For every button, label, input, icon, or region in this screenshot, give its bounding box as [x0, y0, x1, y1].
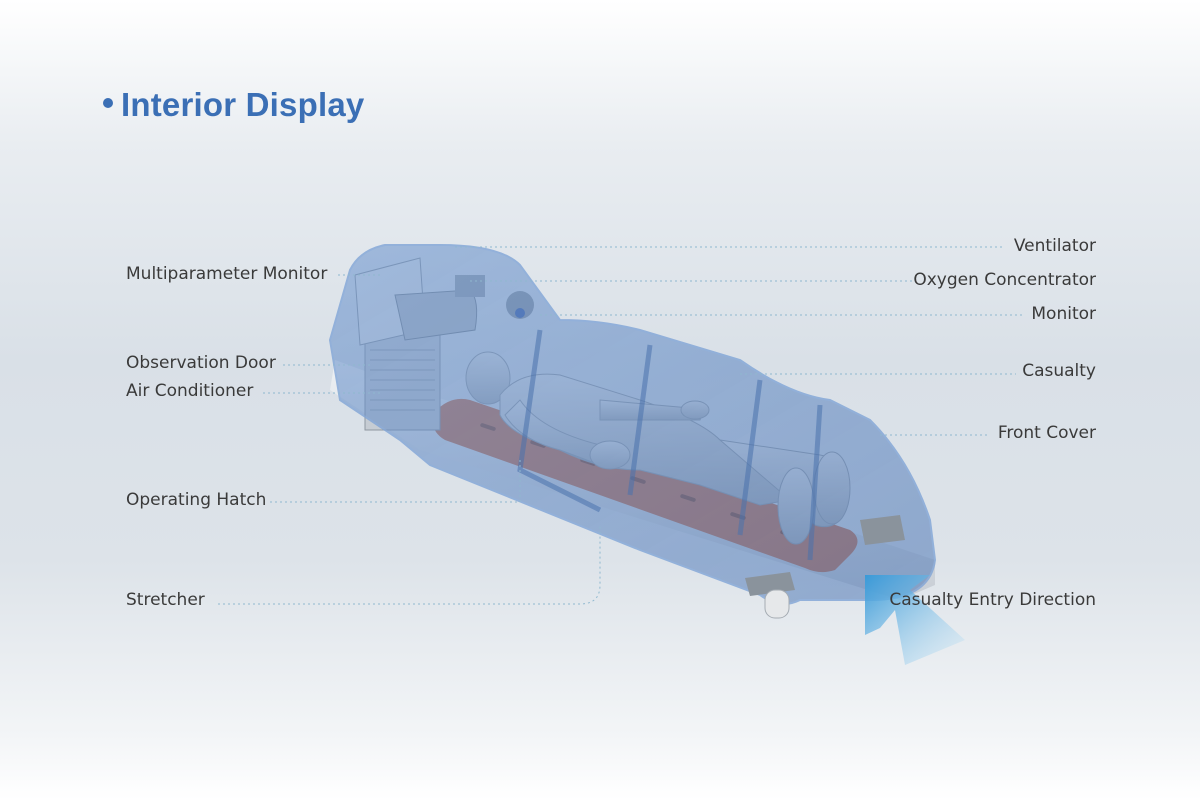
label-front-cover: Front Cover	[997, 423, 1096, 443]
label-air-conditioner: Air Conditioner	[126, 381, 254, 401]
label-multiparameter-monitor: Multiparameter Monitor	[126, 264, 328, 284]
label-operating-hatch: Operating Hatch	[126, 490, 267, 510]
label-monitor: Monitor	[1031, 304, 1096, 324]
label-ventilator: Ventilator	[1013, 236, 1096, 256]
label-casualty-entry-direction: Casualty Entry Direction	[889, 590, 1096, 610]
title-bullet-icon	[103, 98, 113, 109]
page-title: Interior Display	[103, 86, 364, 124]
entry-direction-arrow	[865, 575, 965, 665]
label-casualty: Casualty	[1022, 361, 1096, 381]
capsule-shell	[328, 244, 937, 605]
label-oxygen-concentrator: Oxygen Concentrator	[913, 270, 1096, 290]
label-observation-door: Observation Door	[126, 353, 276, 373]
label-stretcher: Stretcher	[126, 590, 205, 610]
page-title-text: Interior Display	[121, 86, 365, 123]
